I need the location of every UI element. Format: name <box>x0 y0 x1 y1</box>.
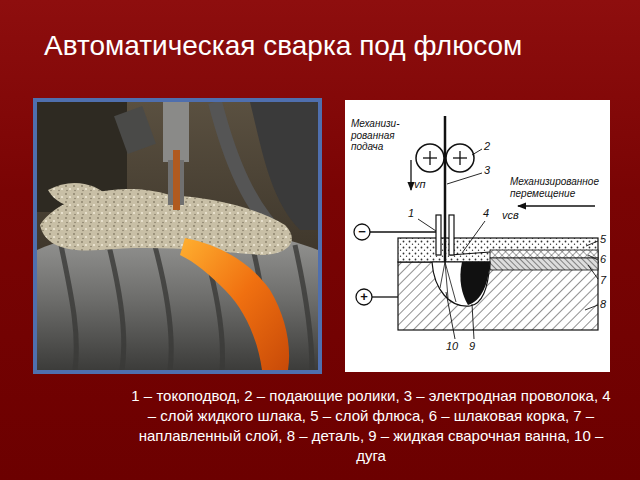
callout-number: 5 <box>600 233 606 246</box>
callout-number: 8 <box>600 298 606 311</box>
process-schematic <box>345 100 610 372</box>
polarity-sign: − <box>357 224 367 240</box>
welding-photo <box>33 98 322 374</box>
callout-number: 6 <box>600 253 606 266</box>
callout-number: 3 <box>484 164 490 177</box>
callout-number: 10 <box>446 340 458 353</box>
annotation-text: Механизи- рованная подача <box>351 118 411 153</box>
callout-number: 2 <box>484 140 490 153</box>
callout-number: 7 <box>600 274 606 287</box>
velocity-label: vп <box>414 178 426 191</box>
callout-number: 4 <box>483 207 489 220</box>
polarity-sign: + <box>359 289 369 305</box>
callout-number: 9 <box>469 340 475 353</box>
slide-title: Автоматическая сварка под флюсом <box>44 30 522 62</box>
annotation-text: Механизированное перемещение <box>510 176 608 199</box>
velocity-label: vсв <box>502 209 519 222</box>
figure-caption: 1 – токоподвод, 2 – подающие ролики, 3 –… <box>128 386 614 466</box>
callout-number: 1 <box>408 207 414 220</box>
